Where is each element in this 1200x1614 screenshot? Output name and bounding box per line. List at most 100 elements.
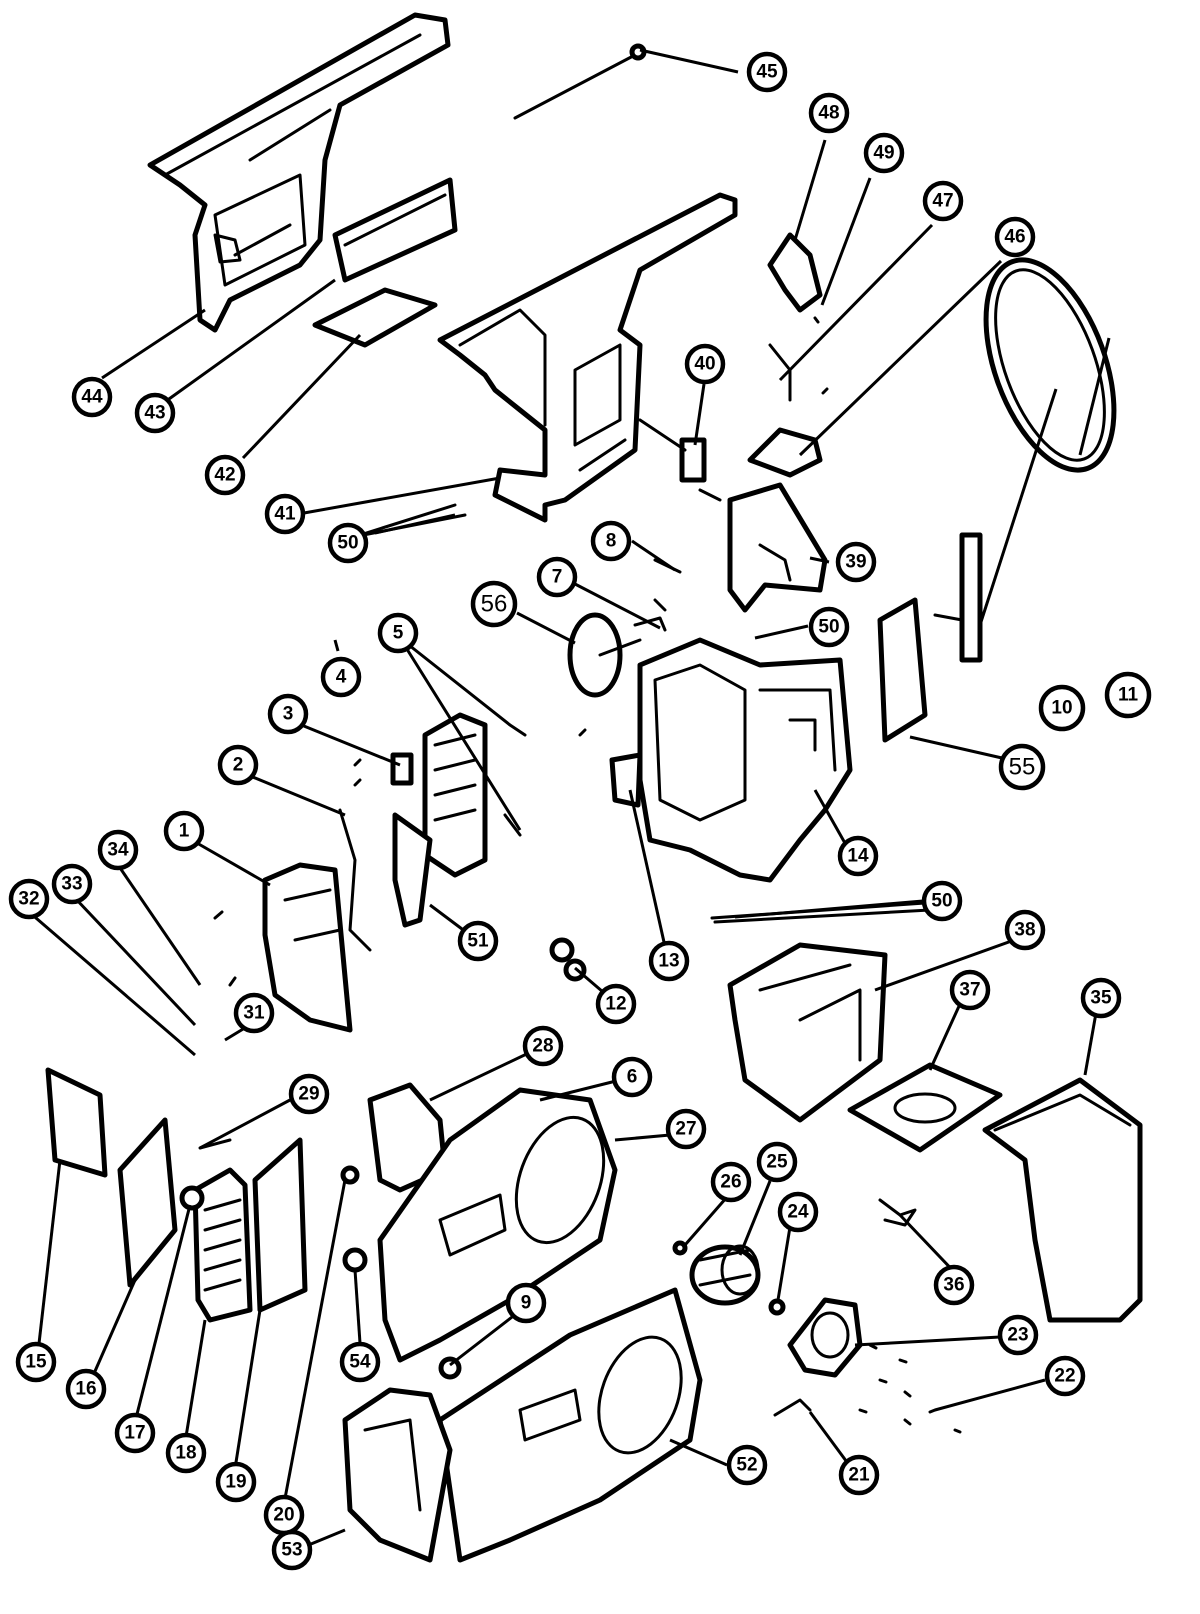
svg-text:3: 3 [283, 704, 294, 725]
part-vacuum-actuator-upper [767, 232, 823, 313]
callout-36: 36 [933, 1264, 975, 1306]
part-access-plate [877, 597, 928, 743]
part-blower-motor [787, 1297, 863, 1378]
svg-text:50: 50 [337, 533, 358, 554]
part-clip-3 [390, 752, 414, 786]
svg-text:6: 6 [627, 1067, 638, 1088]
callout-31: 31 [233, 992, 275, 1034]
part-hose [338, 808, 372, 952]
svg-text:38: 38 [1014, 920, 1035, 941]
svg-text:41: 41 [274, 504, 296, 525]
part-ring-17 [179, 1185, 205, 1211]
part-filter-frame [847, 1062, 1003, 1153]
callout-33: 33 [51, 863, 93, 905]
callout-32: 32 [8, 878, 50, 920]
svg-text:34: 34 [107, 840, 129, 861]
svg-text:50: 50 [931, 891, 952, 912]
svg-text:27: 27 [675, 1119, 696, 1140]
callout-53: 53 [271, 1529, 313, 1571]
callout-16: 16 [65, 1368, 107, 1410]
part-connector [878, 1198, 917, 1227]
svg-text:1: 1 [179, 821, 190, 842]
svg-text:19: 19 [225, 1472, 246, 1493]
callout-25: 25 [756, 1141, 798, 1183]
part-inlet-screen [982, 1077, 1143, 1323]
callout-27: 27 [665, 1108, 707, 1150]
svg-text:37: 37 [959, 980, 980, 1001]
part-side-plate [45, 1067, 108, 1178]
callout-15: 15 [15, 1341, 57, 1383]
svg-text:49: 49 [873, 143, 894, 164]
part-panel-51 [392, 812, 433, 928]
svg-text:29: 29 [298, 1084, 319, 1105]
callout-2: 2 [217, 744, 259, 786]
callout-42: 42 [204, 454, 246, 496]
callout-20: 20 [263, 1494, 305, 1536]
part-case-cover [727, 482, 828, 613]
callout-19: 19 [215, 1461, 257, 1503]
svg-text:28: 28 [532, 1036, 553, 1057]
svg-text:22: 22 [1054, 1366, 1075, 1387]
callout-43: 43 [134, 392, 176, 434]
callout-8: 8 [590, 520, 632, 562]
callout-54: 54 [339, 1341, 381, 1383]
callout-13: 13 [648, 940, 690, 982]
part-disc-shaft [567, 612, 642, 698]
callout-44: 44 [71, 376, 113, 418]
svg-text:14: 14 [847, 846, 869, 867]
svg-text:15: 15 [25, 1352, 47, 1373]
part-plug-54 [342, 1247, 368, 1273]
part-nut-24 [768, 1298, 786, 1316]
part-clip-26 [672, 1240, 688, 1256]
svg-text:55: 55 [1009, 754, 1036, 781]
svg-text:16: 16 [75, 1379, 96, 1400]
callouts: 1 2 3 4 5 6 7 8 9 10 11 12 13 14 15 16 1… [8, 51, 1152, 1571]
part-blower-case-upper [377, 1087, 618, 1363]
part-strap [773, 1398, 812, 1417]
callout-47: 47 [922, 180, 964, 222]
callout-18: 18 [165, 1432, 207, 1474]
callout-40: 40 [684, 343, 726, 385]
part-clamp [549, 937, 587, 982]
callout-26: 26 [710, 1161, 752, 1203]
callout-9: 9 [505, 1282, 547, 1324]
part-bracket-13 [609, 752, 643, 808]
svg-text:17: 17 [124, 1423, 145, 1444]
callout-6: 6 [611, 1056, 653, 1098]
callout-39: 39 [835, 541, 877, 583]
callout-48: 48 [808, 92, 850, 134]
svg-text:13: 13 [658, 951, 679, 972]
svg-text:43: 43 [144, 403, 165, 424]
svg-text:8: 8 [606, 531, 617, 552]
part-blower-wheel [689, 1244, 761, 1306]
callout-4: 4 [320, 656, 362, 698]
callout-11: 11 [1104, 671, 1152, 719]
svg-text:11: 11 [1118, 685, 1139, 706]
callout-34: 34 [97, 829, 139, 871]
part-side-cover [342, 1387, 453, 1563]
callout-55: 55 [998, 743, 1046, 791]
svg-text:50: 50 [818, 617, 839, 638]
svg-text:46: 46 [1004, 227, 1025, 248]
svg-text:39: 39 [845, 552, 866, 573]
svg-text:35: 35 [1090, 988, 1112, 1009]
svg-text:10: 10 [1051, 698, 1072, 719]
svg-text:51: 51 [467, 931, 489, 952]
svg-text:5: 5 [393, 623, 404, 644]
callout-24: 24 [777, 1191, 819, 1233]
svg-text:20: 20 [273, 1505, 294, 1526]
svg-text:18: 18 [175, 1443, 196, 1464]
callout-3: 3 [267, 693, 309, 735]
part-filter-panel [332, 177, 458, 283]
callout-28: 28 [522, 1025, 564, 1067]
svg-text:2: 2 [233, 755, 244, 776]
callout-12: 12 [595, 983, 637, 1025]
part-plenum-housing [437, 192, 738, 523]
part-small-hardware [213, 316, 962, 1434]
part-rod [513, 43, 647, 120]
svg-text:44: 44 [81, 387, 103, 408]
part-heater-core [192, 1167, 253, 1323]
svg-text:42: 42 [214, 465, 235, 486]
callout-38: 38 [1004, 909, 1046, 951]
svg-text:54: 54 [349, 1352, 371, 1373]
